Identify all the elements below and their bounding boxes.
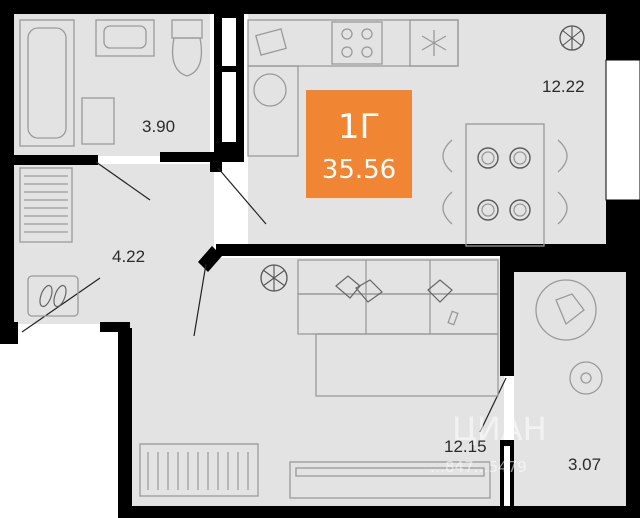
armchair-cushion (555, 293, 585, 326)
shoes-icon (39, 284, 67, 308)
coffee-table (315, 333, 499, 397)
dining-chairs (442, 139, 568, 225)
wall-balcony-right (626, 244, 640, 518)
door-balcony (479, 377, 507, 433)
floor-balcony (514, 272, 640, 508)
balcony-gap (514, 272, 518, 382)
wall-bottom (118, 506, 640, 518)
remote-icon (447, 310, 459, 326)
kitchen-sink (253, 73, 287, 107)
side-table (569, 361, 603, 395)
armchair (535, 279, 597, 341)
wall-bath-hall (14, 155, 98, 165)
floor-kitchen (248, 14, 608, 246)
floor-bathroom (14, 14, 210, 156)
apartment-badge (306, 90, 412, 198)
stove-burner-1 (341, 28, 353, 40)
dining-table (465, 123, 545, 247)
wall-balcony-top (500, 256, 640, 272)
stove-burner-3 (341, 46, 353, 58)
stove-burner-4 (361, 46, 373, 58)
bathroom-wall-gap-2 (222, 72, 236, 142)
toilet-bowl (171, 37, 203, 77)
door-living (193, 263, 207, 337)
shoe-mat (27, 275, 79, 317)
kitchen-fixtures (247, 19, 585, 247)
bathroom-wall-gap (222, 18, 236, 66)
sink-cabinet (95, 19, 155, 57)
wall-bath-hall-2 (160, 152, 244, 162)
floor-living-left (100, 258, 212, 326)
bath-mat (81, 97, 115, 145)
kitchen-plant-icon (559, 25, 585, 51)
wall-top (0, 0, 640, 14)
label-kitchen: 12.22 (542, 77, 585, 96)
kitchen-tray (255, 28, 287, 56)
tv-stand (289, 461, 491, 499)
watermark-code: …847…5479 (430, 458, 527, 476)
wall-hall-bottom (100, 322, 130, 332)
hangers-living (147, 452, 249, 490)
living-fixtures (139, 259, 499, 499)
label-balcony: 3.07 (568, 455, 601, 474)
bathtub-inner (27, 27, 67, 139)
hangers-hall (24, 175, 68, 233)
door-bathroom (95, 161, 151, 201)
bathroom-fixtures (19, 19, 203, 147)
wardrobe-living (139, 443, 259, 497)
cushions (335, 275, 453, 303)
apartment-type: 1Г (338, 107, 380, 147)
label-hallway: 4.22 (112, 247, 145, 266)
wall-living-right (500, 256, 514, 376)
bathtub (19, 19, 75, 147)
door-kitchen (217, 167, 267, 225)
kitchen-window (605, 59, 640, 201)
stove (331, 21, 383, 65)
wall-angled-post (198, 246, 222, 272)
tv-stand-top (295, 467, 485, 477)
wall-bottom-left (0, 322, 18, 344)
watermark-brand: ЦИАН (452, 410, 547, 448)
wall-hall-right (210, 162, 222, 172)
stove-burner-2 (361, 28, 373, 40)
openings (222, 18, 640, 506)
wall-living-left (118, 328, 132, 518)
fridge (409, 19, 459, 67)
living-plant-icon (260, 264, 288, 292)
wall-left (0, 0, 14, 328)
side-table-plate (580, 372, 592, 384)
kitchen-counter-corner (247, 65, 299, 157)
label-living-room: 12.15 (444, 437, 487, 456)
label-bathroom: 3.90 (142, 117, 175, 136)
living-rail-gap (504, 446, 510, 506)
wardrobe-hall (19, 167, 73, 243)
dining-plates (477, 147, 531, 221)
balcony-fixtures (535, 279, 603, 395)
fridge-snowflake-icon (421, 30, 447, 56)
sink-basin (103, 25, 147, 49)
hallway-fixtures (19, 167, 79, 317)
wall-kitchen-bottom (216, 244, 640, 256)
apartment-area: 35.56 (322, 155, 396, 185)
